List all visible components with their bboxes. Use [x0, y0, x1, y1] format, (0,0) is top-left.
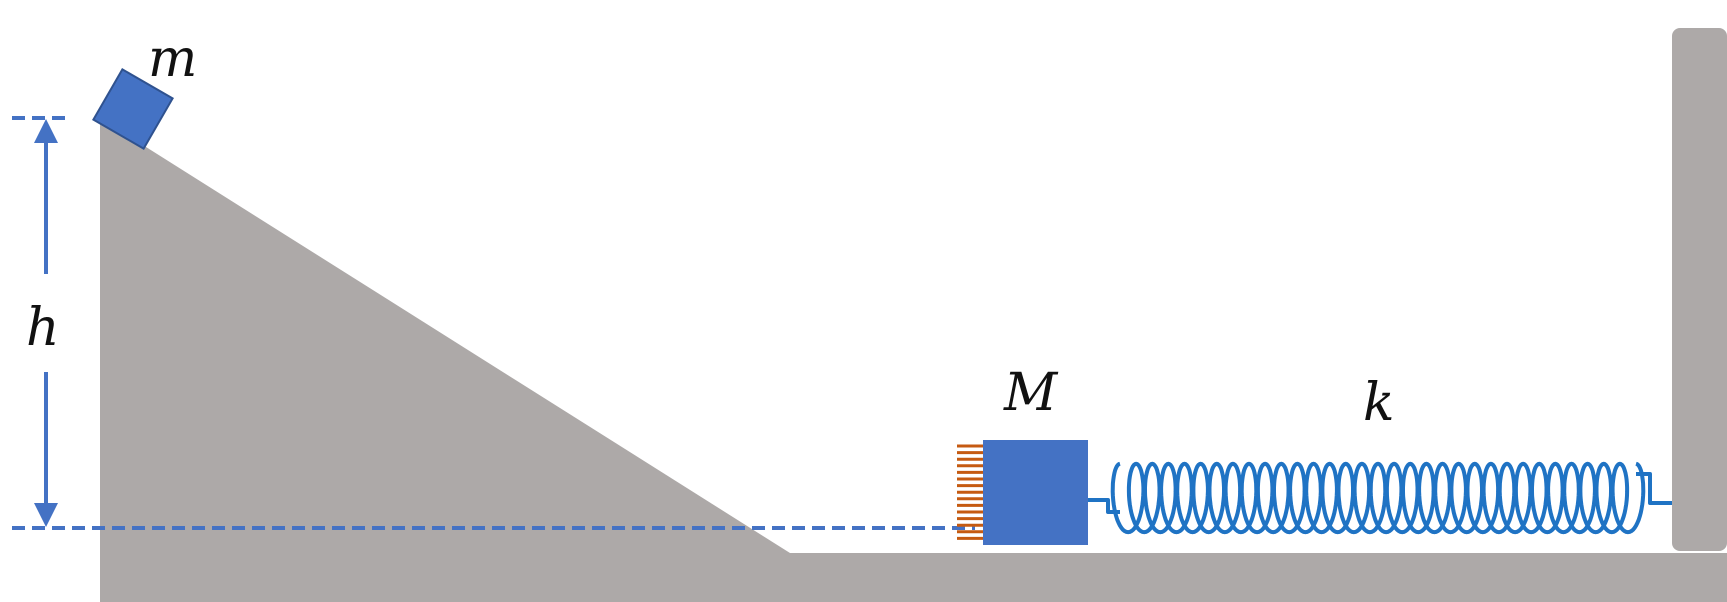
- right-wall: [1672, 28, 1727, 551]
- label-m: m: [148, 29, 197, 89]
- floor: [100, 553, 1727, 602]
- small-block-m: [92, 68, 174, 150]
- velcro-strip: [957, 444, 983, 540]
- height-arrow: [34, 119, 58, 527]
- incline-ramp: [100, 118, 790, 553]
- height-arrow-up-head: [34, 119, 58, 143]
- label-k: k: [1363, 373, 1395, 433]
- label-h: h: [26, 298, 60, 358]
- height-arrow-down-head: [34, 503, 58, 527]
- label-M: M: [1003, 363, 1059, 423]
- spring-k: [1110, 461, 1646, 535]
- large-block-M: [983, 440, 1088, 545]
- small-block-body: [92, 68, 174, 150]
